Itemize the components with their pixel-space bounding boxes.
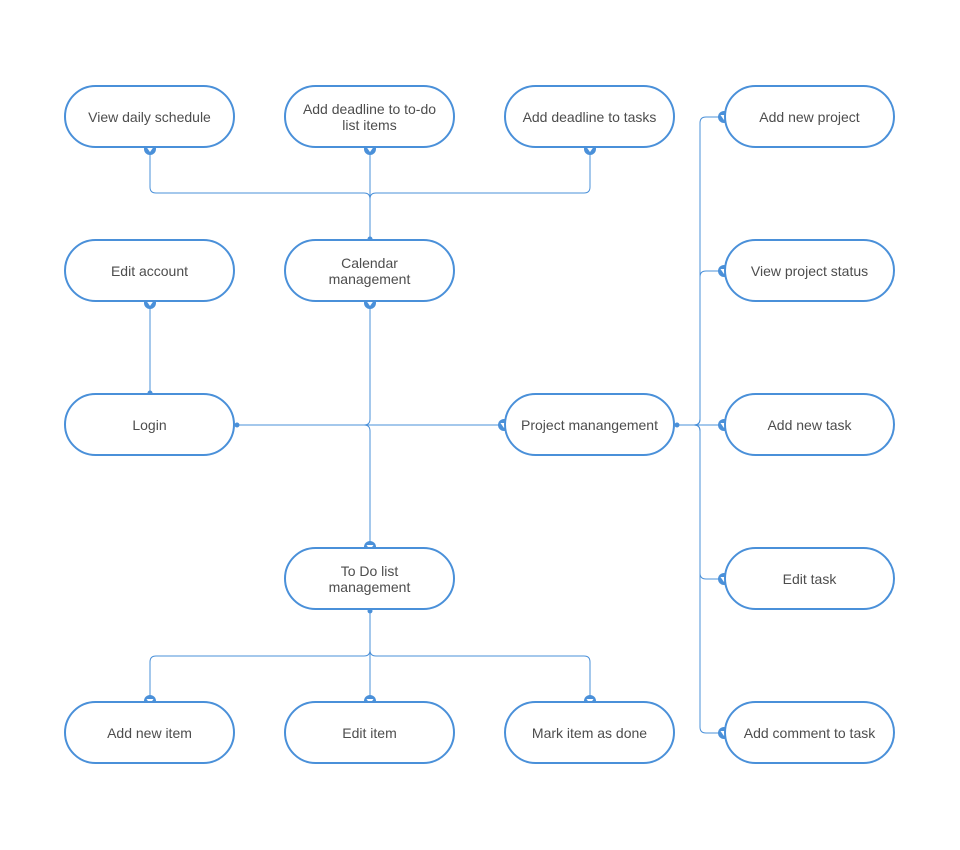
node-edit-account[interactable]: Edit account	[64, 239, 235, 302]
node-label: To Do list management	[328, 562, 411, 595]
node-add-deadline-tasks[interactable]: Add deadline to tasks	[504, 85, 675, 148]
node-label: Edit account	[110, 262, 189, 279]
connector-dot	[234, 422, 240, 428]
edge-login-to-calendar	[237, 303, 371, 426]
edge-todo-to-mark-done	[369, 611, 591, 701]
arrowhead-triangle	[366, 301, 374, 306]
edge-project-to-add-comment	[677, 424, 724, 734]
node-edit-item[interactable]: Edit item	[284, 701, 455, 764]
node-label: Project manangement	[521, 416, 658, 433]
node-label: Edit item	[342, 724, 397, 741]
node-add-new-item[interactable]: Add new item	[64, 701, 235, 764]
node-edit-task[interactable]: Edit task	[724, 547, 895, 610]
arrowhead-triangle	[366, 147, 374, 152]
arrowhead-triangle	[586, 147, 594, 152]
node-label: Edit task	[782, 570, 837, 587]
node-project-management[interactable]: Project manangement	[504, 393, 675, 456]
node-label: Add new project	[759, 108, 860, 125]
node-add-deadline-todo[interactable]: Add deadline to to-do list items	[284, 85, 455, 148]
node-label: Add new task	[767, 416, 852, 433]
node-add-comment-task[interactable]: Add comment to task	[724, 701, 895, 764]
edge-project-to-view-project-status	[677, 270, 724, 426]
node-add-new-task[interactable]: Add new task	[724, 393, 895, 456]
connector-dot	[674, 422, 680, 428]
node-calendar-management[interactable]: Calendar management	[284, 239, 455, 302]
edge-login-to-todo-list	[237, 424, 371, 547]
node-view-project-status[interactable]: View project status	[724, 239, 895, 302]
edge-calendar-to-add-deadline-tasks	[369, 149, 591, 239]
arrowhead-triangle	[146, 147, 154, 152]
node-label: Add new item	[107, 724, 192, 741]
edge-calendar-to-view-daily-schedule	[149, 149, 371, 239]
arrowhead-triangle	[146, 301, 154, 306]
edge-todo-to-add-new-item	[149, 611, 371, 701]
node-label: View project status	[750, 262, 869, 279]
node-label: View daily schedule	[88, 108, 211, 125]
node-label: Add deadline to to-do list items	[302, 100, 437, 133]
node-label: Mark item as done	[531, 724, 648, 741]
node-login[interactable]: Login	[64, 393, 235, 456]
node-label: Login	[132, 416, 167, 433]
node-label: Add comment to task	[743, 724, 876, 741]
node-todo-list-management[interactable]: To Do list management	[284, 547, 455, 610]
node-mark-item-done[interactable]: Mark item as done	[504, 701, 675, 764]
node-label: Calendar management	[328, 254, 411, 287]
node-label: Add deadline to tasks	[522, 108, 657, 125]
node-view-daily-schedule[interactable]: View daily schedule	[64, 85, 235, 148]
node-add-new-project[interactable]: Add new project	[724, 85, 895, 148]
